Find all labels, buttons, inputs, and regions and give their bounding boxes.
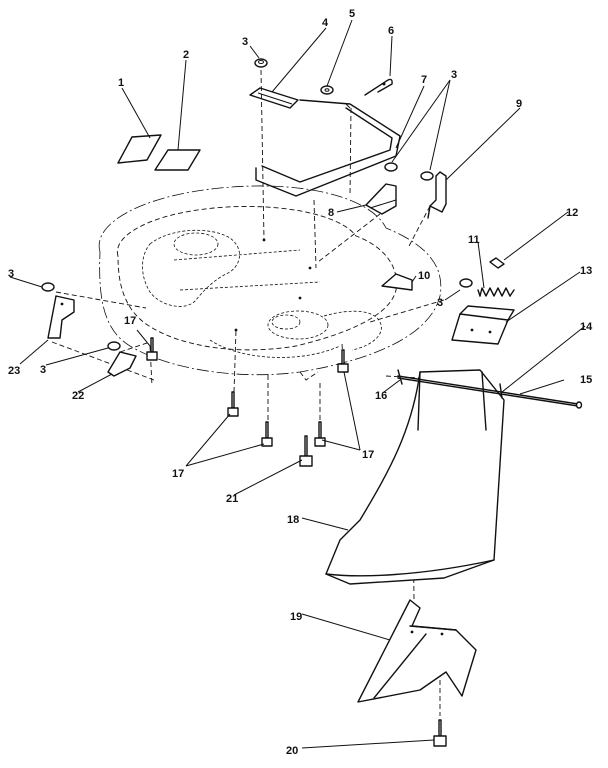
callout-1: 1 [118,77,124,89]
callout-17: 17 [172,468,184,480]
callout-3: 3 [451,69,457,81]
callout-3: 3 [8,268,14,280]
decal-part-2 [154,149,201,171]
nut-part-3-top [254,58,268,68]
callout-21: 21 [226,493,238,505]
callout-23: 23 [8,365,20,377]
callout-11: 11 [468,234,480,246]
leader-lines [9,19,586,749]
pin-part-12 [489,257,505,269]
callout-14: 14 [580,321,593,333]
deflector-part-19 [357,599,477,703]
washer-part-5 [320,85,334,95]
callout-2: 2 [183,49,189,61]
handle-bracket-part-4 [249,87,299,109]
callout-12: 12 [566,207,578,219]
callout-10: 10 [418,270,430,282]
bolt-part-17-b [337,349,349,373]
spring-part-11 [477,287,515,297]
callout-13: 13 [580,265,592,277]
bracket-part-22 [107,351,137,377]
discharge-chute-part-18 [325,369,505,585]
callout-9: 9 [516,98,522,110]
callout-20: 20 [286,745,298,757]
callout-22: 22 [72,390,84,402]
callout-5: 5 [349,8,355,20]
callout-3: 3 [40,364,46,376]
callout-7: 7 [421,74,427,86]
bolt-part-21 [299,435,313,467]
bracket-part-8 [365,183,397,215]
nut-part-3-rod [384,162,434,181]
decal-part-1 [117,134,162,164]
callout-15: 15 [580,374,592,386]
nut-part-3-left [41,282,55,292]
callout-16: 16 [375,390,387,402]
bolt-part-17-c [227,391,239,417]
clip-part-14 [499,383,503,399]
callout-17: 17 [362,449,374,461]
clip-part-6 [364,78,393,96]
bracket-part-13 [451,305,515,345]
nut-part-3-spring [459,278,473,288]
callout-6: 6 [388,25,394,37]
bolt-part-20 [433,719,447,747]
clip-part-16 [397,369,403,385]
nut-part-3-mid [107,341,121,351]
callout-labels: 1 2 3 4 5 6 7 3 9 8 12 11 10 13 3 14 15 … [8,8,593,757]
hinge-rod-part-15 [397,375,583,409]
callout-3: 3 [242,36,248,48]
arrow-decal-part-10 [381,273,413,291]
arm-part-9 [427,171,447,219]
callout-19: 19 [290,611,302,623]
bolt-part-17-d [261,421,273,447]
callout-18: 18 [287,514,299,526]
lift-rod-part-7 [255,99,401,197]
callout-4: 4 [322,17,329,29]
callout-3: 3 [437,297,443,309]
callout-17: 17 [124,315,136,327]
callout-8: 8 [328,207,334,219]
bracket-part-23 [47,295,75,339]
bolt-part-17-a [146,337,158,361]
bolt-part-17-e [314,421,326,447]
mower-deck-outline [98,185,442,381]
